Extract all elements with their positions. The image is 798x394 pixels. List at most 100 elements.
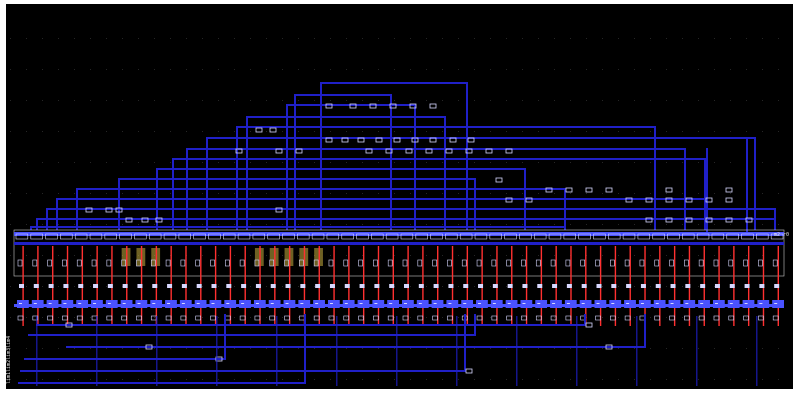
grid-dot [762,224,763,225]
grid-dot [714,255,715,256]
via-contact [449,137,457,143]
cell-contact [728,259,734,267]
grid-dot [90,348,91,349]
via-contact [665,217,673,223]
grid-dot [330,224,331,225]
cell-contact [269,259,275,267]
grid-dot [234,317,235,318]
grid-dot [282,317,283,318]
grid-dot [778,348,779,349]
grid-dot [10,317,11,318]
cell-contact [210,315,216,321]
grid-dot [58,317,59,318]
grid-dot [522,162,523,163]
cell-contact [93,284,99,288]
grid-dot [490,286,491,287]
grid-dot [154,38,155,39]
via-contact [357,137,365,143]
cell-contact [669,259,674,267]
grid-dot [10,38,11,39]
grid-dot [554,69,555,70]
cell-contact [300,284,306,288]
cell-contact [328,315,335,321]
grid-dot [554,224,555,225]
metal-drop [286,104,288,230]
via-contact [625,197,633,203]
grid-dot [490,131,491,132]
grid-dot [138,317,139,318]
metal-drop [684,148,686,230]
cell-contact [78,284,84,288]
cell-contact [756,233,769,240]
layout-canvas[interactable]: lim1lim2lim3lim4 m2 r0 [6,4,793,389]
cell-contact [239,259,245,267]
grid-dot [218,224,219,225]
cell-contact [358,315,364,321]
grid-dot [682,224,683,225]
cell-contact [611,284,617,288]
grid-dot [186,100,187,101]
cell-contact [165,259,171,267]
metal-track [20,370,466,372]
grid-dot [474,100,475,101]
cell-contact [254,259,260,267]
cell-contact [461,259,467,267]
grid-dot [586,100,587,101]
cell-contact [535,315,542,321]
grid-dot [682,255,683,256]
grid-dot [154,348,155,349]
grid-dot [90,69,91,70]
grid-dot [458,38,459,39]
via-contact [275,148,283,154]
cell-contact [74,233,88,240]
via-contact [465,368,473,374]
grid-dot [554,379,555,380]
grid-dot [778,38,779,39]
grid-dot [250,193,251,194]
via-contact [65,322,73,328]
via-contact [375,137,383,143]
grid-dot [554,255,555,256]
grid-dot [586,255,587,256]
cell-contact [637,233,651,240]
cell-contact [447,259,452,267]
cell-contact [491,259,497,267]
grid-dot [714,162,715,163]
cell-contact [343,259,349,267]
grid-dot [618,348,619,349]
grid-dot [778,162,779,163]
via-contact [409,103,417,109]
grid-dot [170,162,171,163]
grid-dot [362,69,363,70]
metal-drop [56,198,58,230]
grid-dot [202,255,203,256]
grid-dot [170,379,171,380]
grid-dot [410,379,411,380]
grid-dot [74,379,75,380]
metal-track [246,116,446,118]
grid-dot [570,69,571,70]
via-contact [665,197,673,203]
grid-dot [618,317,619,318]
cell-contact [165,315,172,321]
cell-contact [341,233,354,240]
via-contact [485,148,493,154]
cell-contact [415,233,428,240]
grid-dot [538,317,539,318]
cell-contact [150,259,156,267]
grid-dot [10,224,11,225]
cell-contact [418,284,424,288]
grid-dot [762,38,763,39]
grid-dot [666,224,667,225]
cell-contact [284,315,290,321]
power-rail-vdd [14,232,784,236]
grid-dot [154,317,155,318]
grid-dot [538,162,539,163]
grid-dot [474,286,475,287]
grid-dot [202,38,203,39]
metal-drop [576,316,578,386]
grid-dot [346,38,347,39]
via-contact [465,148,473,154]
grid-dot [666,193,667,194]
via-contact [145,344,153,350]
